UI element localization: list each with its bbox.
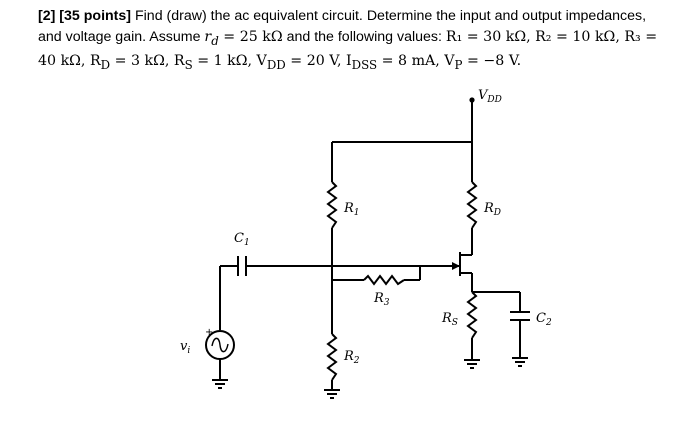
problem-line2-text: and voltage gain. Assume bbox=[38, 28, 205, 45]
rd-label: RD bbox=[483, 201, 501, 218]
rd-resistor bbox=[466, 181, 478, 252]
plus-sign: + bbox=[205, 327, 213, 338]
problem-line-2: and voltage gain. Assume rd = 25 kΩ and … bbox=[38, 27, 678, 51]
rD-subscript: D bbox=[100, 57, 111, 72]
c2-capacitor bbox=[510, 311, 530, 358]
rs-resistor bbox=[466, 291, 478, 360]
top-rail bbox=[331, 141, 473, 182]
vdd-subscript: DD bbox=[266, 57, 286, 72]
r1-label: R1 bbox=[343, 201, 360, 218]
problem-line-3: 40 kΩ, RD = 3 kΩ, RS = 1 kΩ, VDD = 20 V,… bbox=[38, 51, 678, 75]
vp-value: = −8 V. bbox=[462, 52, 522, 69]
ground-c2-icon bbox=[512, 357, 528, 367]
r3-rd-expression: 40 kΩ, R bbox=[38, 52, 101, 69]
r3-resistor bbox=[332, 274, 420, 286]
r2-resistor bbox=[326, 333, 338, 390]
rS-value: = 1 kΩ, V bbox=[192, 52, 267, 69]
idss-value: = 8 mA, V bbox=[377, 52, 455, 69]
c1-label: C1 bbox=[234, 231, 250, 248]
rD-value: = 3 kΩ, R bbox=[110, 52, 185, 69]
vi-label: vi bbox=[180, 339, 190, 356]
ac-source-icon bbox=[205, 330, 235, 380]
ground-r2-icon bbox=[324, 389, 340, 399]
vdd-label: VDD bbox=[478, 88, 502, 105]
source-node-wire bbox=[472, 291, 521, 312]
ground-vi-icon bbox=[212, 379, 228, 389]
r1-r2-expression: R₁ = 30 kΩ, R₂ = 10 kΩ, R₃ = bbox=[445, 28, 658, 45]
rd-symbol: r bbox=[204, 28, 212, 45]
vdd-terminal bbox=[469, 97, 475, 142]
rs-label: RS bbox=[441, 311, 458, 328]
problem-points: [35 points] bbox=[59, 8, 132, 24]
r1-resistor bbox=[326, 181, 338, 266]
rd-subscript: d bbox=[211, 33, 219, 48]
rd-expression: rd = 25 kΩ bbox=[204, 28, 283, 48]
vdd-value: = 20 V, I bbox=[285, 52, 352, 69]
problem-statement: [2] [35 points] Find (draw) the ac equiv… bbox=[38, 6, 678, 75]
problem-line-1: [2] [35 points] Find (draw) the ac equiv… bbox=[38, 6, 678, 27]
jfet-transistor bbox=[420, 252, 473, 292]
c2-label: C2 bbox=[536, 311, 552, 328]
rS-subscript: S bbox=[184, 57, 193, 72]
problem-line1-text: Find (draw) the ac equivalent circuit. D… bbox=[134, 8, 647, 24]
rd-value: = 25 kΩ bbox=[218, 28, 283, 45]
gate-node-wire bbox=[246, 265, 421, 334]
ground-rs-icon bbox=[464, 359, 480, 369]
problem-number: [2] bbox=[38, 8, 56, 24]
c1-capacitor bbox=[219, 256, 247, 330]
idss-subscript: DSS bbox=[351, 57, 378, 72]
r3-label: R3 bbox=[373, 291, 390, 308]
vp-subscript: P bbox=[454, 57, 463, 72]
problem-line2-tail: and the following values: bbox=[282, 28, 446, 45]
r2-label: R2 bbox=[343, 349, 360, 366]
